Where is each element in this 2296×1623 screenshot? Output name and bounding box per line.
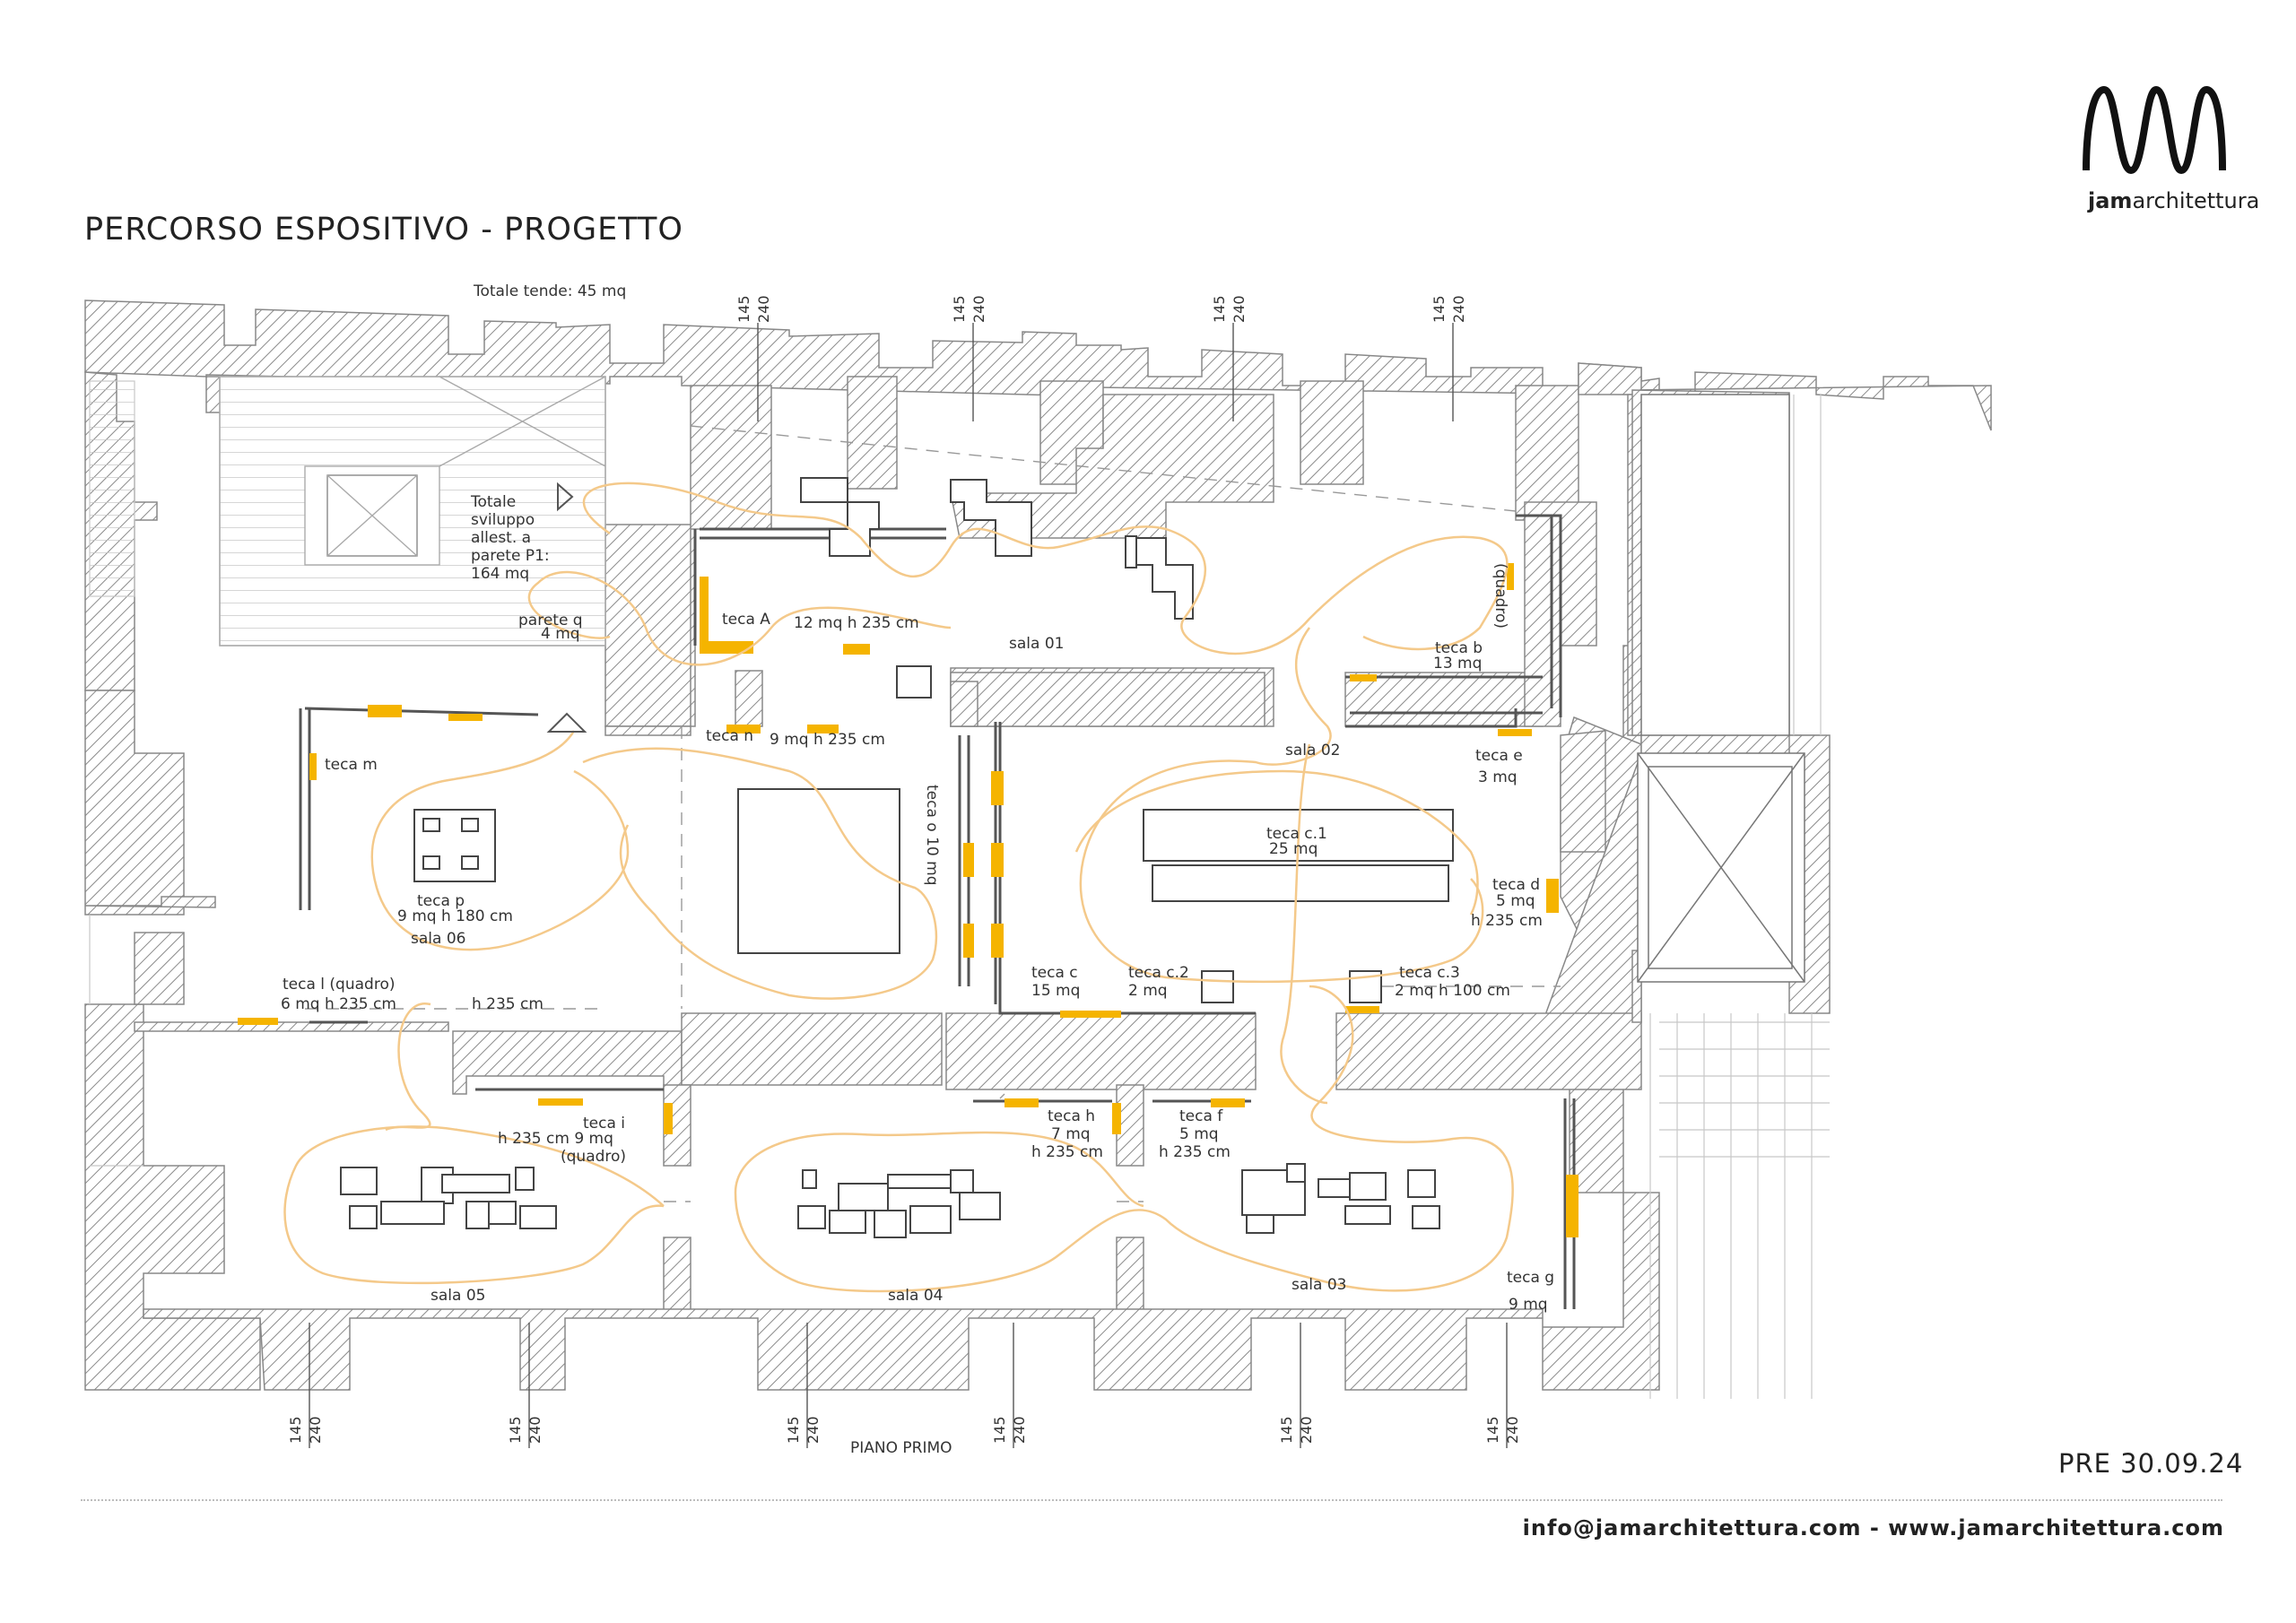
label-teca-c1: teca c.1 [1266, 825, 1327, 843]
display-cases [238, 563, 1578, 1237]
dimension-label: 145 [951, 295, 968, 323]
label-teca-f-area: 5 mq [1179, 1125, 1219, 1143]
dimension-label: 240 [1011, 1416, 1028, 1444]
marker-triangle-icon [546, 712, 587, 733]
furniture [340, 477, 1454, 1238]
totale-sviluppo-line: 164 mq [471, 565, 529, 583]
jam-logo-icon [2083, 85, 2226, 175]
totale-sviluppo-line: allest. a [471, 529, 531, 547]
dashed-lines [305, 425, 1561, 1202]
revision-code: PRE 30.09.24 [2058, 1448, 2244, 1479]
label-teca-a-dim: 12 mq h 235 cm [794, 614, 919, 632]
stair-core [219, 376, 606, 647]
room-sala-04: sala 04 [888, 1287, 943, 1305]
website-link[interactable]: www.jamarchitettura.com [1888, 1515, 2224, 1541]
label-teca-d: teca d [1492, 876, 1540, 894]
dimension-label: 145 [735, 295, 752, 323]
label-teca-h: teca h [1048, 1107, 1095, 1125]
label-parete-q-area: 4 mq [541, 625, 580, 643]
dimension-label: 145 [991, 1416, 1008, 1444]
label-teca-h-area: 7 mq [1051, 1125, 1091, 1143]
label-teca-c3: teca c.3 [1399, 964, 1460, 982]
label-teca-g: teca g [1507, 1269, 1554, 1287]
label-teca-c3-dim: 2 mq h 100 cm [1395, 982, 1510, 1000]
label-teca-c2: teca c.2 [1128, 964, 1189, 982]
dimension-label: 240 [970, 295, 987, 323]
label-teca-n: teca n [706, 727, 753, 745]
dimension-label: 145 [507, 1416, 524, 1444]
label-parete-q: parete q [518, 612, 583, 629]
contact-line: info@jamarchitettura.com - www.jamarchit… [1522, 1515, 2224, 1541]
dimension-label: 145 [785, 1416, 802, 1444]
room-sala-06: sala 06 [411, 930, 465, 948]
label-teca-p: teca p [417, 892, 465, 910]
dimension-label: 240 [1231, 295, 1248, 323]
dimension-label: 240 [307, 1416, 324, 1444]
dimension-label: 240 [1298, 1416, 1315, 1444]
logo-text: jamarchitettura [2088, 188, 2260, 213]
label-quadro-b: (quadro) [1492, 563, 1509, 629]
label-teca-d-h: h 235 cm [1471, 912, 1543, 930]
label-h235-sala06: h 235 cm [472, 995, 544, 1013]
label-teca-l-dim: 6 mq h 235 cm [281, 995, 396, 1013]
label-teca-f-h: h 235 cm [1159, 1143, 1231, 1161]
label-teca-e: teca e [1475, 747, 1523, 765]
room-sala-02: sala 02 [1285, 742, 1340, 759]
room-sala-03: sala 03 [1292, 1276, 1346, 1294]
label-teca-b-area: 13 mq [1433, 655, 1482, 673]
label-teca-c: teca c [1031, 964, 1078, 982]
label-quadro-i: (quadro) [561, 1148, 626, 1166]
label-teca-h-h: h 235 cm [1031, 1143, 1103, 1161]
floor-label: PIANO PRIMO [850, 1439, 952, 1457]
dimension-label: 145 [1484, 1416, 1501, 1444]
dimension-label: 240 [1504, 1416, 1521, 1444]
label-teca-c-area: 15 mq [1031, 982, 1080, 1000]
email-link[interactable]: info@jamarchitettura.com [1522, 1515, 1862, 1541]
dimension-label: 145 [1211, 295, 1228, 323]
dimension-label: 145 [1431, 295, 1448, 323]
visit-path [283, 482, 1514, 1293]
label-teca-o: teca o 10 mq [923, 785, 941, 885]
marker-triangle-icon [557, 482, 574, 512]
page-title: PERCORSO ESPOSITIVO - PROGETTO [84, 212, 683, 247]
totale-tende: Totale tende: 45 mq [473, 282, 626, 300]
label-teca-c2-area: 2 mq [1128, 982, 1168, 1000]
label-teca-i: teca i [583, 1115, 625, 1133]
label-teca-n-dim: 9 mq h 235 cm [770, 731, 885, 749]
label-teca-l: teca l (quadro) [283, 976, 395, 994]
exterior-lines [89, 380, 1830, 1399]
dimension-label: 145 [287, 1416, 304, 1444]
label-teca-f: teca f [1179, 1107, 1223, 1125]
dimension-label: 240 [1450, 295, 1467, 323]
label-teca-a: teca A [722, 611, 770, 629]
label-teca-c1-area: 25 mq [1269, 840, 1318, 858]
room-sala-01: sala 01 [1009, 635, 1064, 653]
footer-divider [81, 1499, 2222, 1501]
dimension-label: 240 [804, 1416, 822, 1444]
label-teca-d-area: 5 mq [1496, 892, 1535, 910]
label-teca-g-area: 9 mq [1509, 1296, 1548, 1314]
markers [546, 482, 587, 733]
dimension-label: 145 [1278, 1416, 1295, 1444]
totale-sviluppo-line: parete P1: [471, 547, 550, 565]
room-sala-05: sala 05 [430, 1287, 485, 1305]
right-building [1637, 394, 1805, 983]
label-teca-e-area: 3 mq [1478, 768, 1518, 786]
label-teca-p-dim: 9 mq h 180 cm [397, 907, 513, 925]
dimension-label: 240 [755, 295, 772, 323]
dimension-label: 240 [526, 1416, 544, 1444]
label-teca-i-dim: h 235 cm 9 mq [498, 1130, 613, 1148]
totale-sviluppo-line: sviluppo [471, 511, 535, 529]
totale-sviluppo-line: Totale [470, 493, 516, 511]
label-teca-m: teca m [325, 756, 378, 774]
label-teca-b: teca b [1435, 639, 1483, 657]
